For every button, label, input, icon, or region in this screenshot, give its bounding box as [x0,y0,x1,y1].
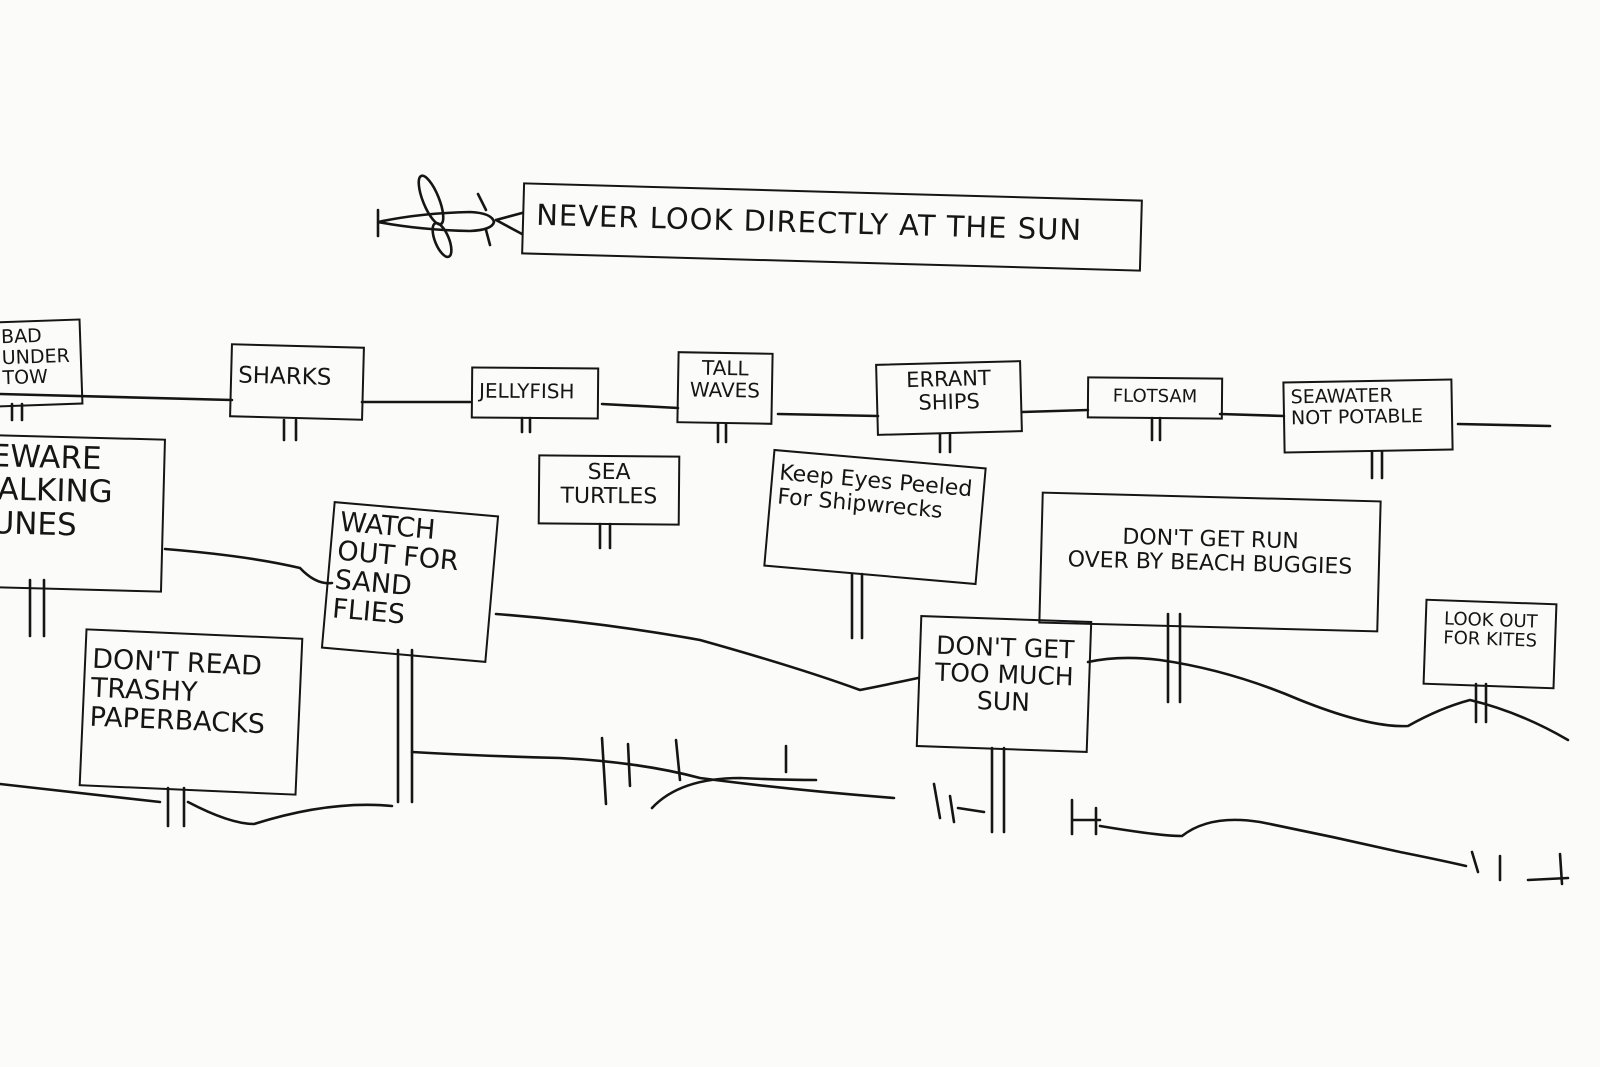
sign-keep-eyes-peeled: Keep Eyes Peeled For Shipwrecks [763,448,987,586]
sign-flotsam: FLOTSAM [1086,376,1224,420]
sign-seawater-not-potable: SEAWATER NOT POTABLE [1282,378,1454,454]
dune-line [163,547,334,585]
fence-stakes [600,736,1564,886]
dune-line [0,782,394,826]
dune-line [1086,656,1570,742]
sign-jellyfish: JELLYFISH [470,366,600,420]
sign-sea-turtles: SEA TURTLES [537,454,681,526]
sign-errant-ships: ERRANT SHIPS [875,360,1023,436]
dune-line [1098,818,1468,868]
airplane-icon [376,174,524,259]
sign-sharks: SHARKS [229,343,365,421]
sign-beware-walking-dunes: BEWARE WALKING DUNES [0,433,166,593]
sign-dont-get-too-much-sun: DON'T GET TOO MUCH SUN [915,615,1093,753]
dune-line [410,750,896,800]
sign-dont-read-trashy-paperbacks: DON'T READ TRASHY PAPERBACKS [78,628,304,796]
sign-dont-get-run-over: DON'T GET RUN OVER BY BEACH BUGGIES [1038,491,1382,633]
sign-watch-out-sand-flies: WATCH OUT FOR SAND FLIES [320,501,500,663]
sign-look-out-for-kites: LOOK OUT FOR KITES [1422,598,1558,690]
sign-posts [10,402,1488,834]
dune-line [650,776,818,810]
horizon-line [0,392,1552,428]
dune-line [494,612,920,692]
sign-tall-waves: TALL WAVES [676,351,774,425]
sign-bad-undertow: BAD UNDER TOW [0,318,84,408]
